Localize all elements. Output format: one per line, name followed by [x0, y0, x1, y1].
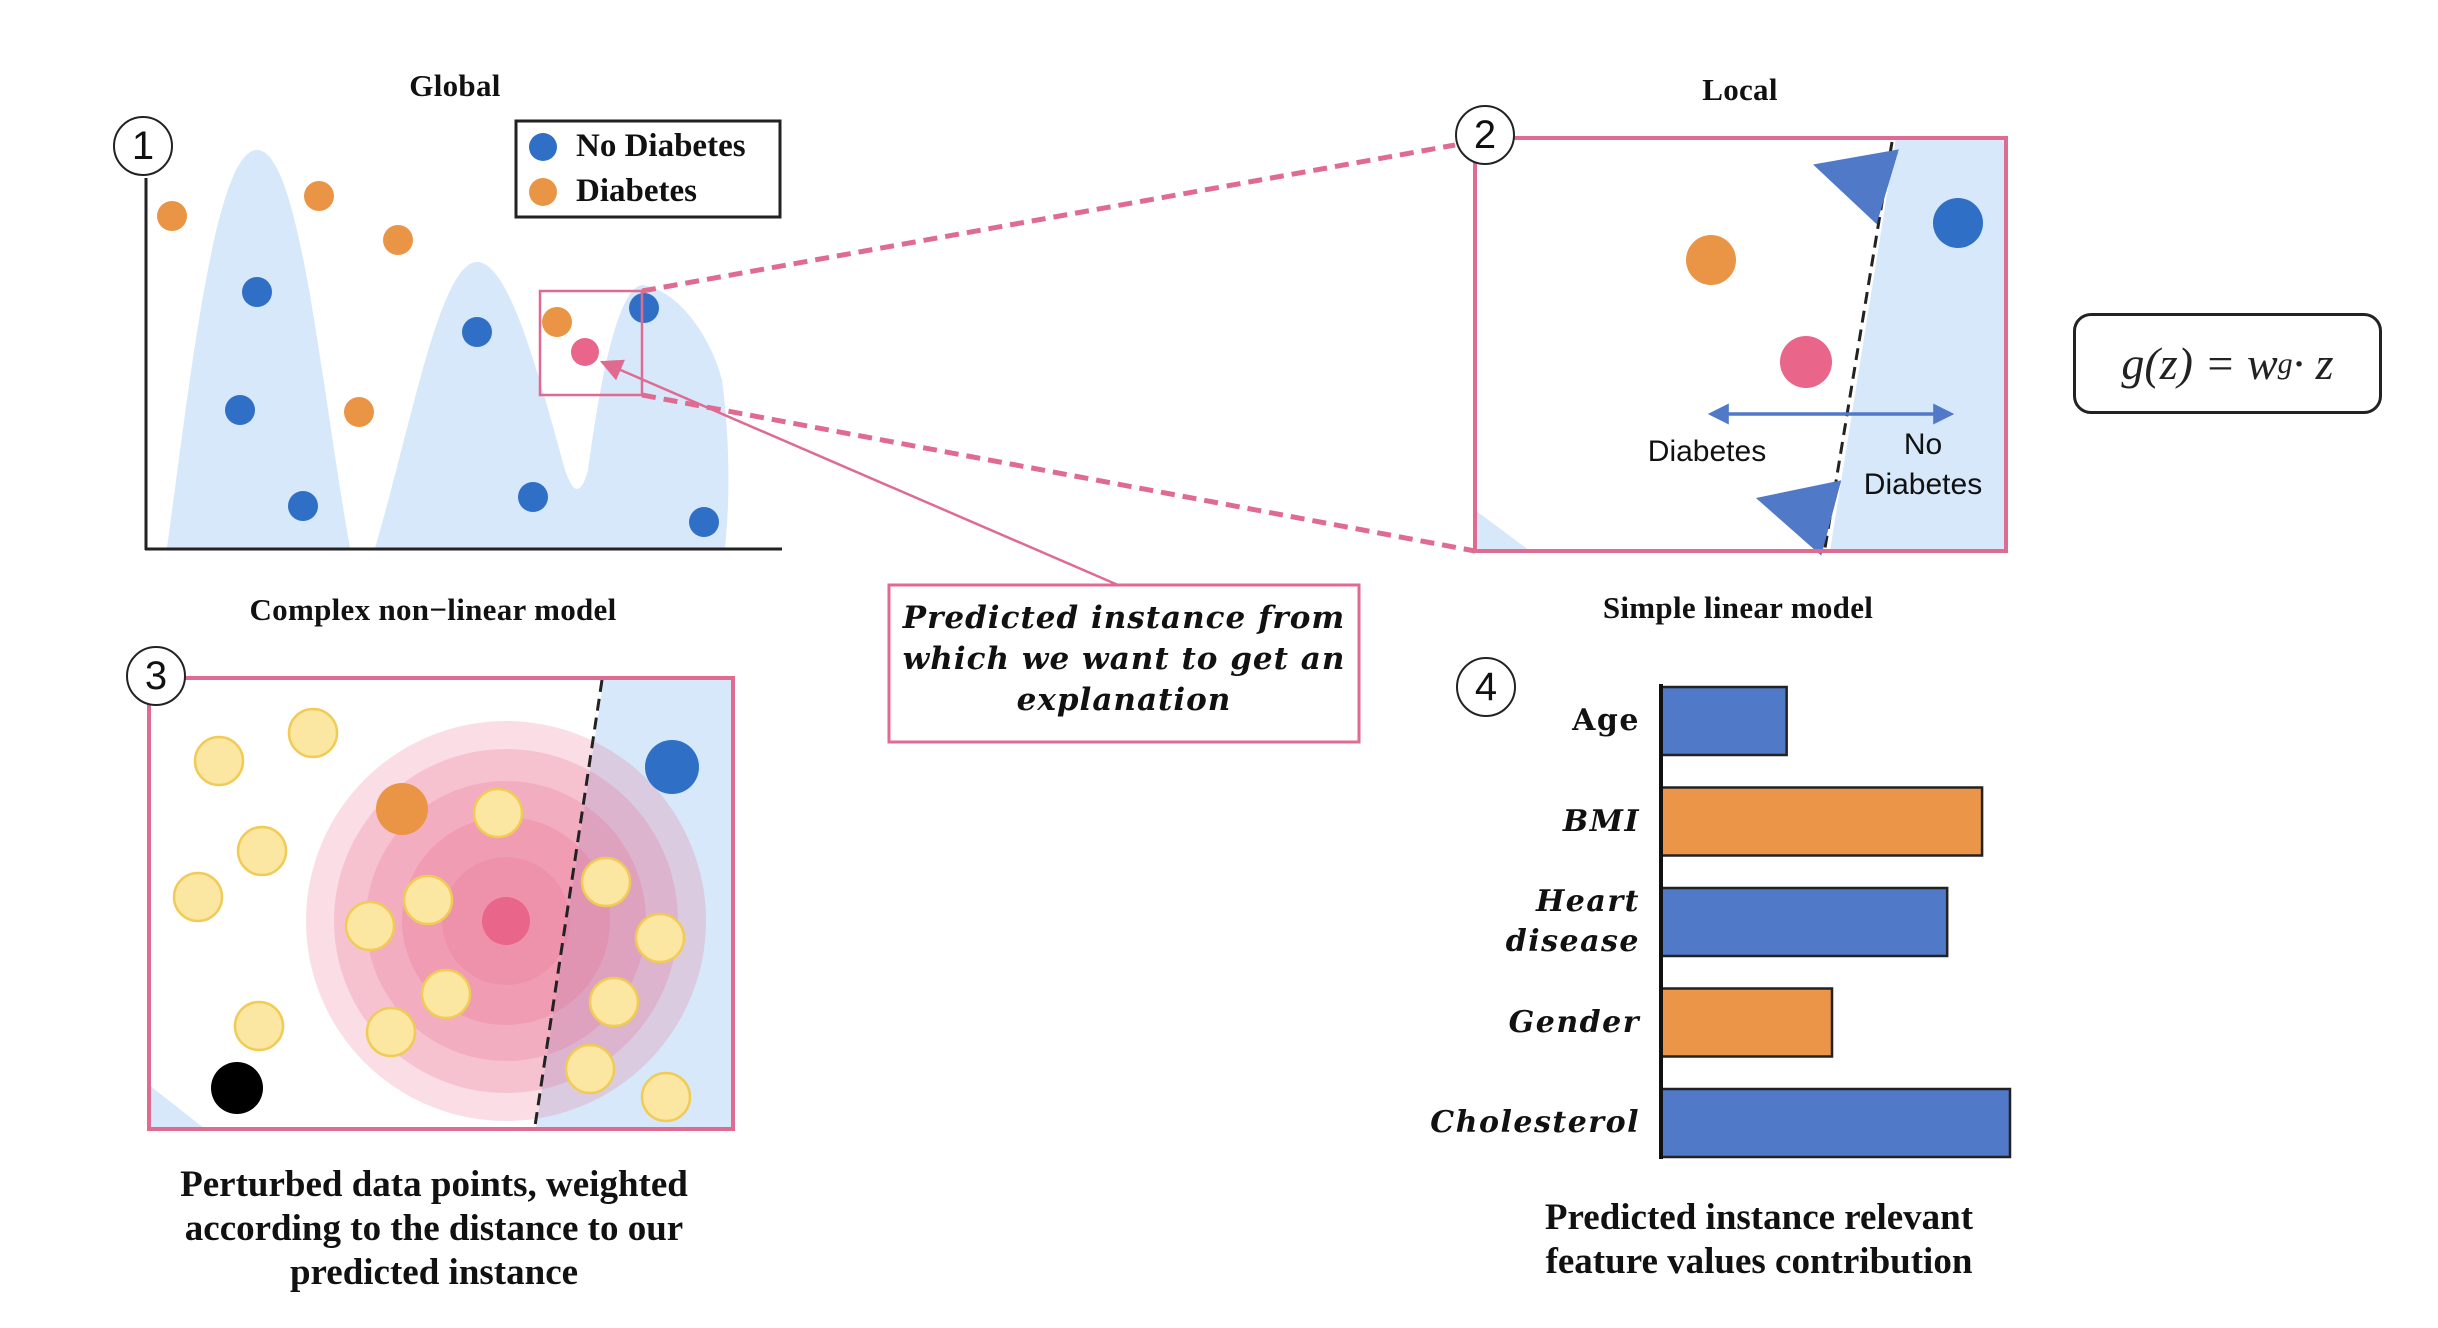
predicted-instance-point [571, 338, 599, 366]
local-frame [1473, 136, 2008, 553]
predicted-instance-point [482, 897, 530, 945]
panel4-caption: Predicted instance relevant feature valu… [1544, 1197, 1974, 1282]
no-diabetes-point [629, 293, 659, 323]
legend-label-diabetes: Diabetes [576, 173, 697, 209]
legend-no-diabetes-swatch [529, 133, 557, 161]
perturbed-sample [287, 707, 339, 759]
shift-arrow-bottom [1755, 480, 1842, 556]
legend-box [514, 119, 782, 219]
zoom-connector-top [641, 142, 1456, 294]
perturbed-sample [588, 976, 640, 1028]
panel2-caption: Simple linear model [1602, 590, 1874, 625]
perturbed-sample [640, 1071, 692, 1123]
perturbed-sample [402, 874, 454, 926]
panel-perturbation [147, 676, 735, 1131]
no-diabetes-point [645, 740, 699, 794]
panel-local [1473, 136, 2008, 556]
step-badge-3: 3 [126, 646, 186, 706]
no-diabetes-point [242, 277, 272, 307]
diabetes-point [542, 307, 572, 337]
callout-pointer-arrow [599, 359, 1119, 587]
distant-sample-point [211, 1062, 263, 1114]
step-badge-4: 4 [1456, 657, 1516, 717]
no-diabetes-point [462, 317, 492, 347]
formula-rhs: · z [2292, 338, 2334, 389]
local-diabetes-point [1686, 235, 1736, 285]
bar-label: Gender [1508, 1004, 1640, 1040]
local-label-no-diabetes: No Diabetes [1863, 428, 1983, 501]
local-no-diabetes-point [1933, 198, 1983, 248]
feature-contribution-chart [1659, 685, 2012, 1159]
bar-bmi [1659, 786, 1984, 857]
perturbed-sample [193, 735, 245, 787]
perturbed-sample [634, 912, 686, 964]
perturbed-sample [564, 1043, 616, 1095]
perturbed-sample [580, 856, 632, 908]
panel3-caption: Perturbed data points, weighted accordin… [180, 1164, 688, 1293]
panel1-title: Global [409, 68, 501, 103]
no-diabetes-point [288, 491, 318, 521]
perturb-frame [147, 676, 735, 1131]
bar-label: BMI [1562, 803, 1640, 839]
bar-age [1659, 685, 1788, 757]
perturbed-sample [344, 900, 396, 952]
step-badge-1: 1 [113, 116, 173, 176]
no-diabetes-point [225, 395, 255, 425]
bar-label: Heart disease [1505, 884, 1640, 959]
legend-label-no-diabetes: No Diabetes [576, 128, 746, 164]
bar-heart-disease [1659, 886, 1949, 958]
bar-label: Age [1572, 703, 1640, 738]
formula-subscript: g [2277, 346, 2293, 380]
diabetes-point [344, 397, 374, 427]
callout-text: Predicted instance from which we want to… [902, 600, 1346, 718]
perturbed-sample [172, 871, 224, 923]
perturb-corner-region [149, 1085, 205, 1129]
diabetes-point [157, 201, 187, 231]
callout-box [887, 583, 1361, 744]
panel-global [144, 119, 782, 551]
panel1-caption: Complex non−linear model [249, 592, 617, 627]
bar-gender [1659, 987, 1834, 1058]
local-label-diabetes: Diabetes [1647, 435, 1767, 468]
diabetes-point [304, 181, 334, 211]
local-instance-point [1780, 336, 1832, 388]
perturbed-sample [420, 968, 472, 1020]
perturbed-sample [233, 1000, 285, 1052]
perturbed-sample [472, 787, 524, 839]
step-badge-2: 2 [1455, 105, 1515, 165]
bar-label: Cholesterol [1430, 1105, 1640, 1140]
corner-region [1475, 510, 1530, 551]
zoom-connector-bottom [641, 392, 1476, 554]
no-diabetes-point [518, 482, 548, 512]
diabetes-point [376, 783, 428, 835]
perturbed-sample [236, 825, 288, 877]
diabetes-point [383, 225, 413, 255]
legend-diabetes-swatch [529, 178, 557, 206]
no-diabetes-point [689, 507, 719, 537]
zoom-region-rect [538, 289, 644, 397]
nonlinear-decision-region [167, 150, 729, 548]
bar-cholesterol [1659, 1087, 2012, 1159]
perturbed-sample [365, 1006, 417, 1058]
shift-arrow-top [1813, 149, 1899, 225]
formula-lhs: g(z) = w [2121, 338, 2278, 389]
panel2-title: Local [1702, 72, 1778, 107]
